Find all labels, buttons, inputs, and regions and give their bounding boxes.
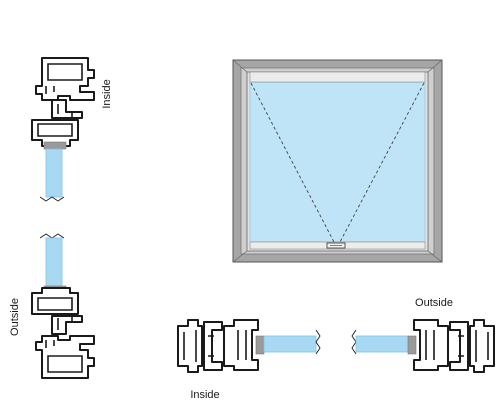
window-elevation	[232, 59, 443, 263]
glass-pane-top	[45, 148, 63, 198]
glass-pane-horizontal-right	[355, 335, 409, 353]
vertical-section-top	[31, 57, 95, 202]
opening-indicator-right	[339, 82, 425, 243]
label-outside-left: Outside	[9, 298, 21, 336]
window-glass	[249, 81, 426, 243]
label-outside-bottom: Outside	[415, 297, 453, 309]
window-top-rail	[249, 71, 426, 83]
glass-pane-horizontal-left	[263, 335, 317, 353]
label-inside-left: Inside	[101, 79, 113, 108]
label-inside-bottom: Inside	[190, 389, 219, 400]
glass-pane-bottom	[45, 237, 63, 287]
opening-indicator-left	[250, 82, 335, 243]
vertical-section-bottom	[31, 233, 95, 379]
horizontal-section-right	[351, 319, 495, 373]
horizontal-section-left	[177, 319, 321, 373]
